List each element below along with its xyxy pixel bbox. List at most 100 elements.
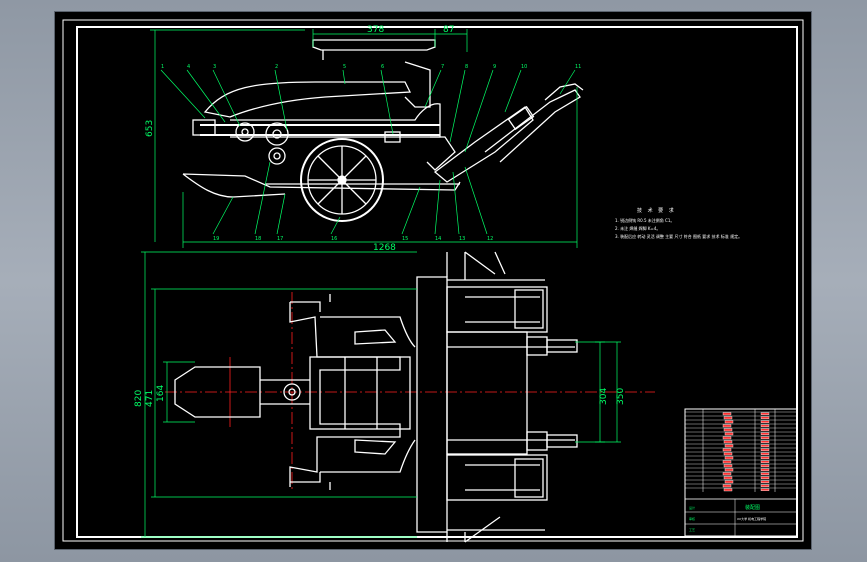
sheet-border bbox=[62, 19, 804, 542]
callouts-top: 1 4 3 2 5 6 7 8 9 10 11 bbox=[161, 64, 581, 70]
callout-19: 19 bbox=[213, 236, 219, 242]
bom-row-mark bbox=[722, 448, 732, 452]
bom-row-mark bbox=[760, 480, 770, 483]
callout-13: 13 bbox=[459, 236, 465, 242]
bom-row-mark bbox=[722, 472, 732, 476]
operator-handle bbox=[312, 39, 436, 51]
bom-row-mark bbox=[760, 448, 770, 451]
callout-1: 1 bbox=[161, 64, 164, 70]
callout-8: 8 bbox=[465, 64, 468, 70]
bom-row-mark bbox=[760, 488, 770, 491]
side-view-dimensions bbox=[150, 29, 578, 248]
bom-row-mark bbox=[724, 444, 734, 448]
callout-16: 16 bbox=[331, 236, 337, 242]
bom-row-mark bbox=[760, 484, 770, 487]
bom-row-mark bbox=[724, 468, 734, 472]
drive-wheel bbox=[300, 138, 384, 222]
bom-row-mark bbox=[760, 420, 770, 423]
skid-plate bbox=[182, 173, 461, 198]
tail-tiller bbox=[174, 366, 261, 418]
callout-14: 14 bbox=[435, 236, 441, 242]
bom-row-mark bbox=[760, 432, 770, 435]
title-block-title: 装配图 bbox=[745, 504, 760, 511]
front-crossbeam bbox=[416, 276, 448, 533]
bom-row-mark bbox=[724, 456, 734, 460]
callout-9: 9 bbox=[493, 64, 496, 70]
notes-heading: 技 术 要 求 bbox=[637, 207, 676, 214]
dim-wheel-track: 304 bbox=[599, 388, 609, 405]
engine-hood bbox=[203, 81, 412, 118]
callout-7: 7 bbox=[441, 64, 444, 70]
callout-2: 2 bbox=[275, 64, 278, 70]
callout-5: 5 bbox=[343, 64, 346, 70]
note-line-3: 3. 装配后应 转动 灵活 调整 主要 尺寸 符合 图纸 要求 技术 标准 规定… bbox=[615, 233, 742, 239]
bom-row-mark bbox=[760, 436, 770, 439]
plan-view-dimensions bbox=[141, 251, 621, 538]
callout-3: 3 bbox=[213, 64, 216, 70]
callout-11: 11 bbox=[575, 64, 581, 70]
bom-row-mark bbox=[723, 452, 733, 456]
bom-row-mark bbox=[760, 412, 770, 415]
bom-row-mark bbox=[723, 488, 733, 492]
dim-length: 1268 bbox=[373, 243, 396, 253]
bom-row-mark bbox=[724, 432, 734, 436]
callout-17: 17 bbox=[277, 236, 283, 242]
bom-row-mark bbox=[722, 436, 732, 440]
dim-height: 653 bbox=[145, 120, 155, 137]
bom-row-mark bbox=[760, 428, 770, 431]
bom-row-mark bbox=[724, 480, 734, 484]
bom-row-mark bbox=[723, 440, 733, 444]
bom-row-mark bbox=[724, 420, 734, 424]
bom-row-mark bbox=[723, 464, 733, 468]
bom-row-mark bbox=[760, 456, 770, 459]
callout-12: 12 bbox=[487, 236, 493, 242]
bom-row-mark bbox=[760, 452, 770, 455]
bom-row-mark bbox=[723, 476, 733, 480]
cutter-housing-top bbox=[446, 286, 548, 333]
dim-top-width: 378 bbox=[367, 25, 384, 35]
note-line-1: 1. 锐边倒钝 R0.5 未注倒角 C1。 bbox=[615, 217, 674, 223]
title-block-company: XX大学 机电工程学院 bbox=[737, 516, 766, 521]
dim-frame-height: 471 bbox=[145, 390, 155, 407]
title-block-row-1: 设计 bbox=[689, 505, 695, 510]
bom-row-mark bbox=[760, 476, 770, 479]
bom-row-mark bbox=[722, 424, 732, 428]
bom-row-mark bbox=[722, 484, 732, 488]
bom-row-mark bbox=[723, 416, 733, 420]
note-line-2: 2. 未注 焊缝 焊脚 K=4。 bbox=[615, 225, 660, 231]
title-block-row-2: 审核 bbox=[689, 516, 695, 521]
callout-15: 15 bbox=[402, 236, 408, 242]
title-block: 装配图 XX大学 机电工程学院 设计 审核 工艺 bbox=[684, 408, 798, 537]
callout-6: 6 bbox=[381, 64, 384, 70]
bom-row-mark bbox=[722, 412, 732, 416]
callout-4: 4 bbox=[187, 64, 190, 70]
bom-row-mark bbox=[760, 424, 770, 427]
bom-row-mark bbox=[760, 440, 770, 443]
callouts-bottom: 19 18 17 16 15 14 13 12 bbox=[213, 236, 493, 242]
callout-18: 18 bbox=[255, 236, 261, 242]
dim-inner-height: 164 bbox=[156, 385, 166, 402]
pivot-hub bbox=[283, 383, 301, 401]
drive-axle bbox=[446, 331, 528, 455]
callout-10: 10 bbox=[521, 64, 527, 70]
bom-row-mark bbox=[723, 428, 733, 432]
plan-view bbox=[165, 251, 655, 543]
bom-row-mark bbox=[760, 416, 770, 419]
bom-row-mark bbox=[760, 472, 770, 475]
cutter-housing-bottom bbox=[446, 454, 548, 501]
engine-block bbox=[309, 356, 411, 430]
bom-row-mark bbox=[760, 460, 770, 463]
cutter-arm bbox=[433, 106, 534, 183]
drive-pulley bbox=[235, 122, 255, 142]
title-block-row-3: 工艺 bbox=[689, 527, 695, 532]
drawing-frame bbox=[76, 26, 798, 538]
belt-pulley bbox=[265, 122, 289, 146]
dim-overall-height: 820 bbox=[134, 390, 144, 407]
dim-top-offset: 87 bbox=[443, 25, 454, 35]
bom-row-mark bbox=[722, 460, 732, 464]
bom-row-mark bbox=[760, 468, 770, 471]
bom-row-mark bbox=[760, 464, 770, 467]
dim-wheel-outer: 350 bbox=[616, 388, 626, 405]
